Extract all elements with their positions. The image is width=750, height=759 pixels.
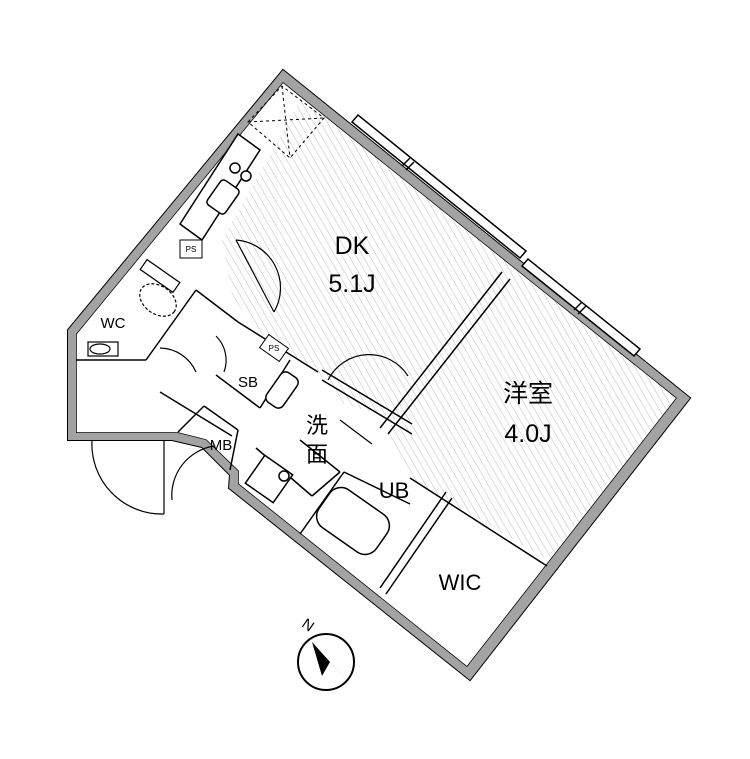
ps-upper-box — [179, 239, 203, 259]
ps-lower-box — [258, 333, 290, 363]
north-compass: N — [297, 615, 355, 691]
kitchen — [178, 132, 262, 242]
wc-label: WC — [101, 315, 126, 332]
interior-walls — [76, 271, 548, 595]
washroom-label-line1: 洗 — [306, 414, 328, 439]
window-marks — [350, 113, 642, 358]
washroom-label-line2: 面 — [306, 443, 328, 468]
fridge-space — [247, 85, 325, 159]
ps-lower-label: PS — [269, 344, 280, 353]
ub-label: UB — [379, 478, 410, 503]
toilet — [87, 258, 181, 357]
bathtub — [315, 486, 391, 556]
western-room-label: 洋室 — [503, 379, 553, 408]
mb-label: MB — [210, 437, 233, 454]
wic-label: WIC — [439, 570, 482, 595]
compass-north-label: N — [298, 615, 317, 635]
compass-arrow-tail — [312, 642, 330, 676]
dk-label: DK — [335, 232, 370, 260]
wash-basin — [244, 371, 299, 504]
western-room-size-label: 4.0J — [504, 420, 551, 448]
ps-upper-label: PS — [186, 245, 197, 254]
dk-size-label: 5.1J — [328, 270, 375, 298]
door-swings — [91, 239, 409, 515]
sb-label: SB — [238, 374, 258, 391]
